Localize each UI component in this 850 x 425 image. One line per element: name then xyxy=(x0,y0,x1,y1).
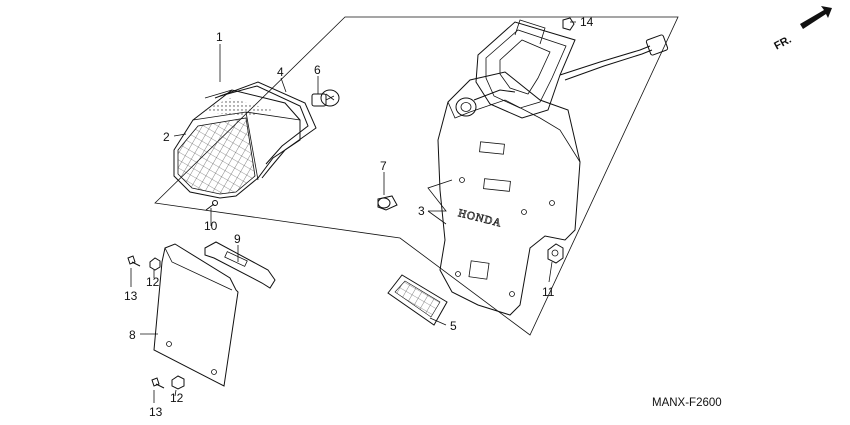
lamp-seat xyxy=(475,21,576,119)
assembly-frame xyxy=(154,16,679,336)
license-stay xyxy=(204,241,276,289)
callout-11: 11 xyxy=(542,285,555,299)
mudguard-plate xyxy=(153,243,239,387)
leader-lines xyxy=(130,21,576,403)
callout-3: 3 xyxy=(418,204,425,218)
callout-13-upper: 13 xyxy=(124,289,138,303)
grommet-icon xyxy=(377,195,398,211)
front-direction-indicator: FR. xyxy=(772,6,832,53)
callout-12-upper: 12 xyxy=(146,275,160,289)
screw-14-icon xyxy=(562,17,575,31)
callout-7: 7 xyxy=(380,159,387,173)
callout-13-lower: 13 xyxy=(149,405,163,419)
license-bracket: HONDA xyxy=(437,19,669,316)
tail-light-assembly xyxy=(173,81,317,199)
bulb-icon xyxy=(311,89,340,107)
callout-1: 1 xyxy=(216,30,223,44)
tail-light-lens xyxy=(177,117,256,195)
diagram-code: MANX-F2600 xyxy=(652,397,722,409)
callout-5: 5 xyxy=(450,319,457,333)
callout-labels: 1 2 4 6 10 7 3 9 14 11 5 8 13 12 13 12 xyxy=(124,15,594,419)
callout-8: 8 xyxy=(129,328,136,342)
callout-6: 6 xyxy=(314,63,321,77)
nut-12-upper-icon xyxy=(149,257,161,271)
svg-text:FR.: FR. xyxy=(772,34,793,53)
brand-embossing: HONDA xyxy=(457,207,503,229)
callout-10: 10 xyxy=(204,219,218,233)
screw-10-icon xyxy=(205,200,218,211)
callout-12-lower: 12 xyxy=(170,391,184,405)
nut-12-lower-icon xyxy=(171,375,185,390)
callout-9: 9 xyxy=(234,232,241,246)
callout-2: 2 xyxy=(163,130,170,144)
nut-11-icon xyxy=(547,243,564,264)
bolt-13-lower-icon xyxy=(151,377,165,389)
bolt-13-upper-icon xyxy=(127,255,141,267)
reflector xyxy=(387,274,448,326)
callout-14: 14 xyxy=(580,15,594,29)
callout-4: 4 xyxy=(277,65,284,79)
